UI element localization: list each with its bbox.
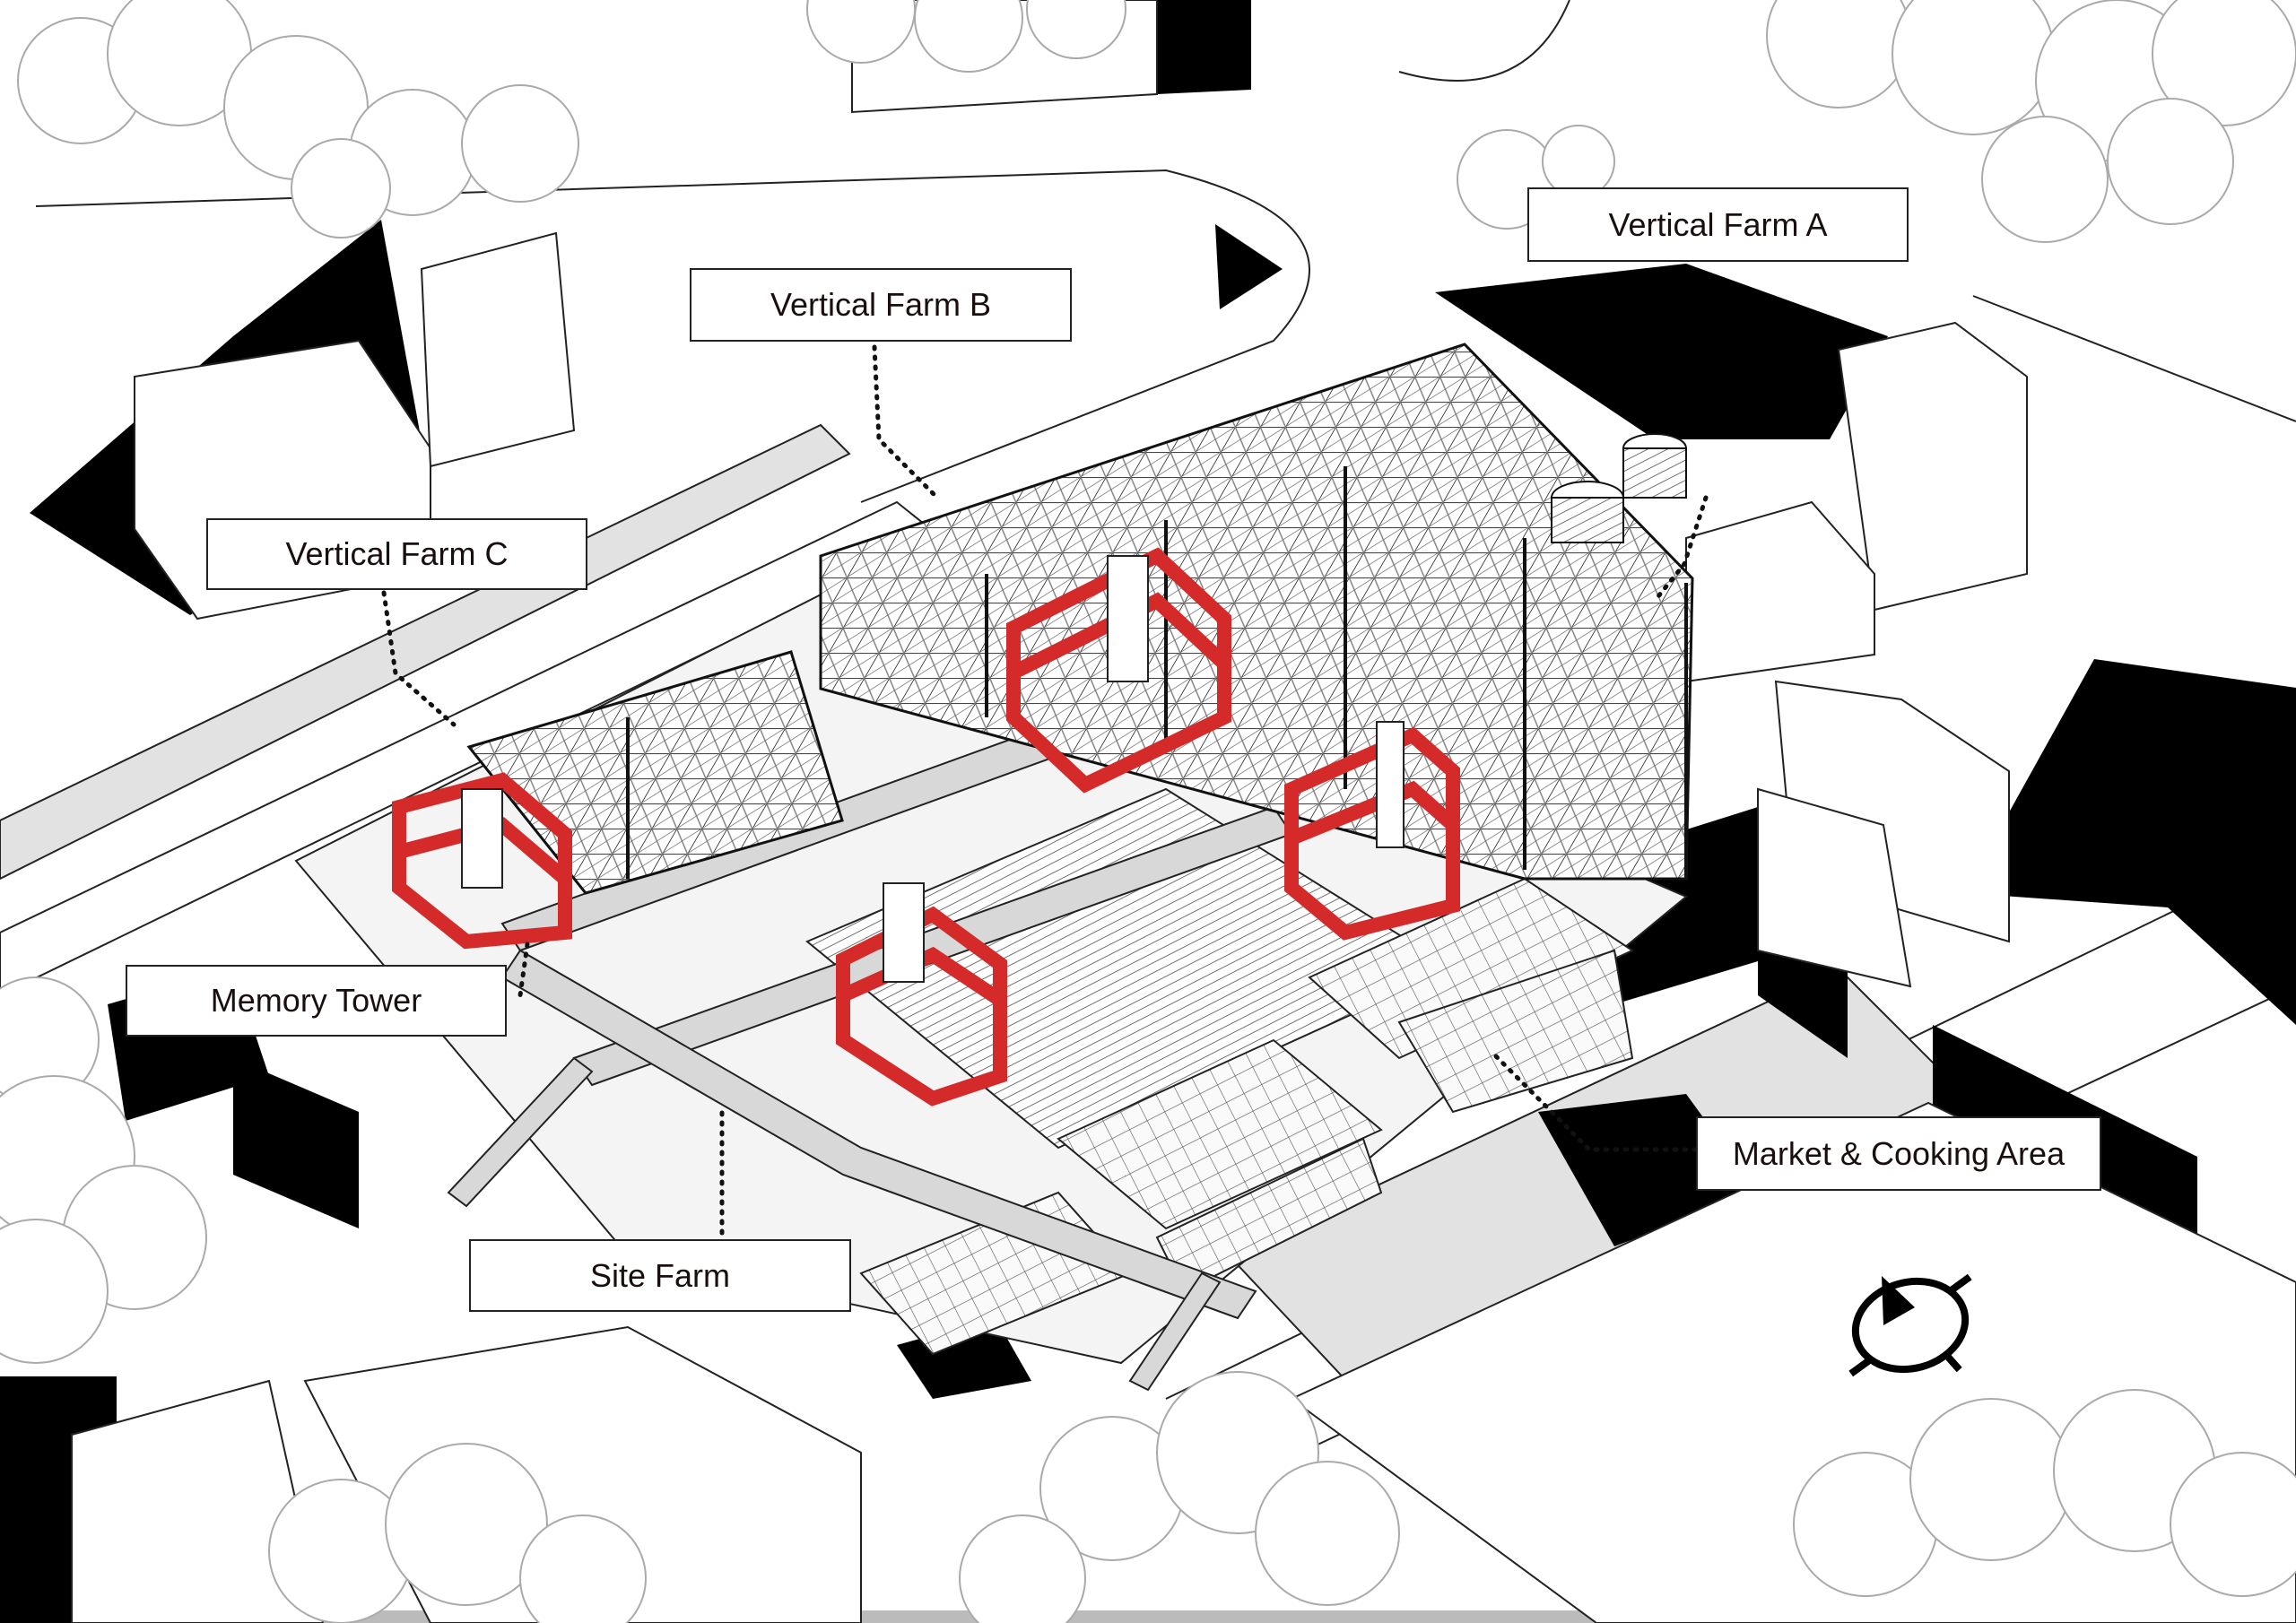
- label-memory-tower: Memory Tower: [126, 965, 507, 1037]
- cloud-top-right: [1457, 0, 2296, 243]
- leader-vertical-farm-a: [1652, 495, 1709, 603]
- tower-frame-d: [836, 882, 1007, 1107]
- leader-vertical-farm-b: [872, 344, 940, 500]
- cloud-top-center: [806, 0, 1126, 73]
- leader-lines: [381, 344, 1709, 1241]
- leader-market: [1492, 1052, 1699, 1152]
- red-towers: [392, 547, 1460, 1107]
- cloud-bottom-right: [1793, 1389, 2296, 1597]
- tower-frame-b: [1006, 547, 1231, 794]
- cloud-bottom-left: [0, 976, 207, 1364]
- label-vertical-farm-c: Vertical Farm C: [206, 518, 587, 590]
- label-market-cooking-area: Market & Cooking Area: [1696, 1116, 2101, 1191]
- cloud-top-left: [17, 0, 579, 239]
- memory-tower-frame: [392, 772, 572, 950]
- north-arrow-compass-icon: [1848, 1273, 1972, 1377]
- label-vertical-farm-b: Vertical Farm B: [690, 268, 1072, 342]
- cloud-bottom-center: [268, 1371, 1400, 1623]
- label-site-farm: Site Farm: [469, 1239, 851, 1312]
- leader-vertical-farm-c: [381, 590, 457, 727]
- leader-memory-tower: [517, 942, 530, 998]
- tower-frame-c: [1284, 721, 1460, 941]
- label-vertical-farm-a: Vertical Farm A: [1527, 187, 1909, 262]
